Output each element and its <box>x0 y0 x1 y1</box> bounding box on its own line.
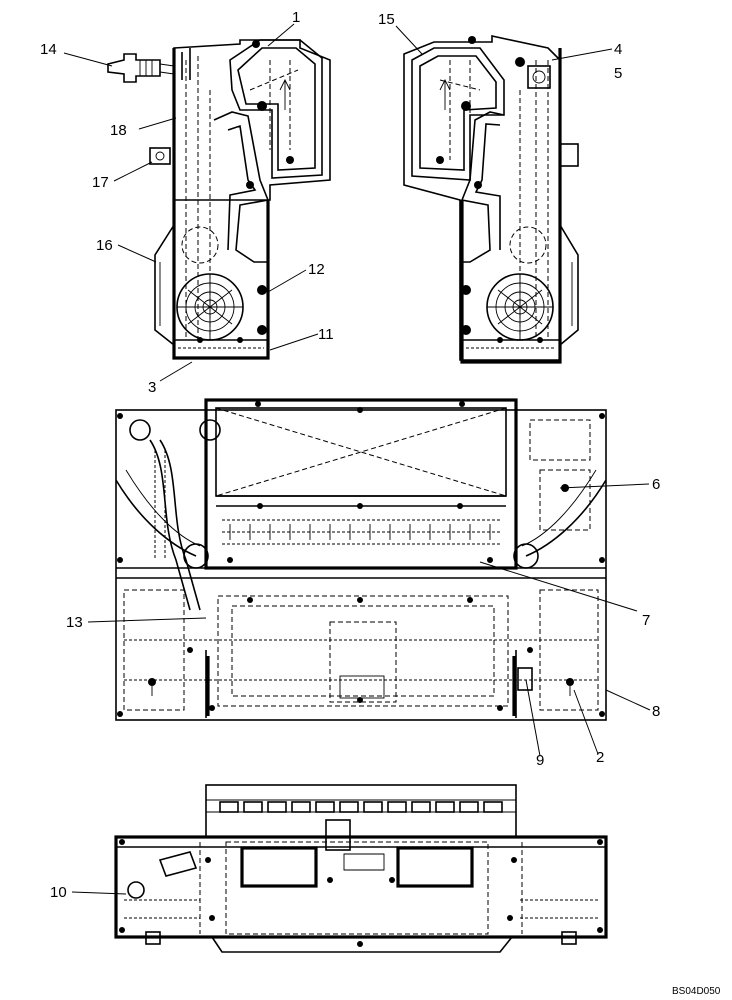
drawing-reference: BS04D050 <box>672 986 721 997</box>
callout-10: 10 <box>50 884 67 901</box>
callout-18: 18 <box>110 122 127 139</box>
callout-17: 17 <box>92 174 109 191</box>
right-side-view <box>403 35 579 364</box>
callout-9: 9 <box>536 752 544 769</box>
callout-8: 8 <box>652 703 660 720</box>
callout-7: 7 <box>642 612 650 629</box>
callout-12: 12 <box>308 261 325 278</box>
left-side-view <box>107 39 331 360</box>
callout-15: 15 <box>378 11 395 28</box>
callout-1: 1 <box>292 9 300 26</box>
callout-11: 11 <box>318 326 334 343</box>
callout-6: 6 <box>652 476 660 493</box>
front-view <box>115 398 607 721</box>
callout-labels: 1 2 3 4 5 6 7 8 9 10 11 12 13 14 15 16 1… <box>40 9 660 901</box>
callout-14: 14 <box>40 41 57 58</box>
callout-3: 3 <box>148 379 156 396</box>
callout-2: 2 <box>596 749 604 766</box>
callout-13: 13 <box>66 614 83 631</box>
callout-16: 16 <box>96 237 113 254</box>
callout-5: 5 <box>614 65 622 82</box>
leader-lines <box>63 23 651 895</box>
bottom-view <box>114 784 608 953</box>
callout-4: 4 <box>614 41 622 58</box>
